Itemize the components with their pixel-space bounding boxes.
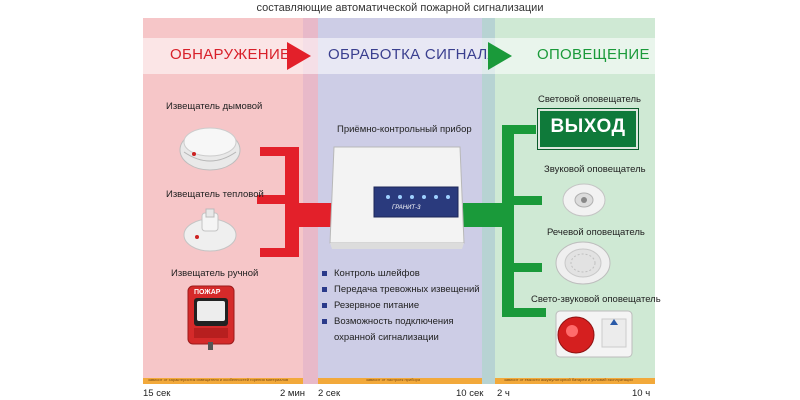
arrow-right-icon bbox=[287, 42, 311, 70]
green-connector-vertical bbox=[502, 125, 514, 317]
manual-call-point-icon bbox=[187, 285, 235, 350]
smoke-detector-icon bbox=[179, 127, 241, 171]
red-connector-top bbox=[260, 147, 298, 156]
siren-icon bbox=[562, 183, 606, 217]
exit-sign-text: ВЫХОД bbox=[550, 116, 626, 137]
panel-label: Приёмно-контрольный прибор bbox=[337, 124, 472, 135]
timeline-note: зависит от характеристик извещателя и ос… bbox=[148, 377, 289, 382]
voice-notifier-label: Речевой оповещатель bbox=[547, 227, 645, 238]
red-connector-bottom bbox=[260, 248, 298, 257]
light-sound-notifier-label: Свето-звуковой оповещатель bbox=[531, 294, 661, 305]
timeline-bar-processing bbox=[318, 378, 482, 384]
panel-brand: ГРАНИТ-3 bbox=[392, 205, 421, 211]
time-label: 15 сек bbox=[143, 388, 171, 399]
red-connector-vertical bbox=[285, 147, 299, 257]
timeline-bar-detection bbox=[143, 378, 303, 384]
header-detection: ОБНАРУЖЕНИЕ bbox=[170, 46, 291, 63]
feature-item: Возможность подключения охранной сигнали… bbox=[322, 314, 492, 346]
strobe-siren-icon bbox=[555, 310, 633, 358]
notification-overlap-strip bbox=[482, 18, 495, 384]
manual-detector-sign: ПОЖАР bbox=[194, 289, 221, 296]
timeline-note: зависит от настроек прибора bbox=[366, 377, 421, 382]
feature-list: Контроль шлейфов Передача тревожных изве… bbox=[322, 266, 492, 346]
green-connector-2 bbox=[502, 196, 542, 205]
feature-item: Передача тревожных извещений bbox=[322, 282, 492, 298]
header-band bbox=[143, 38, 655, 74]
red-connector-mid bbox=[257, 195, 298, 204]
green-connector-3 bbox=[502, 263, 542, 272]
smoke-detector-label: Извещатель дымовой bbox=[166, 101, 263, 112]
light-notifier-label: Световой оповещатель bbox=[538, 94, 641, 105]
feature-item: Контроль шлейфов bbox=[322, 266, 492, 282]
time-label: 10 сек bbox=[456, 388, 484, 399]
time-label: 2 сек bbox=[318, 388, 341, 399]
header-notification: ОПОВЕЩЕНИЕ bbox=[537, 46, 650, 63]
green-connector-from-panel bbox=[463, 203, 508, 227]
header-processing: ОБРАБОТКА СИГНАЛА bbox=[328, 46, 498, 63]
page-title: составляющие автоматической пожарной сиг… bbox=[256, 2, 544, 14]
timeline-bar-notification bbox=[495, 378, 655, 384]
control-panel-icon bbox=[329, 146, 465, 249]
heat-detector-icon bbox=[183, 208, 237, 252]
red-connector-to-panel bbox=[285, 203, 332, 227]
time-label: 2 ч bbox=[497, 388, 510, 399]
heat-detector-label: Извещатель тепловой bbox=[166, 189, 264, 200]
green-connector-1 bbox=[502, 125, 536, 134]
manual-detector-label: Извещатель ручной bbox=[171, 268, 259, 279]
detection-overlap-strip bbox=[303, 18, 318, 384]
arrow-right-icon bbox=[488, 42, 512, 70]
sound-notifier-label: Звуковой оповещатель bbox=[544, 164, 646, 175]
speaker-icon bbox=[555, 241, 611, 285]
exit-sign-icon bbox=[538, 109, 638, 149]
time-label: 2 мин bbox=[280, 388, 306, 399]
time-label: 10 ч bbox=[632, 388, 651, 399]
feature-item: Резервное питание bbox=[322, 298, 492, 314]
timeline-note: зависит от емкости аккумуляторной батаре… bbox=[504, 377, 633, 382]
green-connector-4 bbox=[502, 308, 546, 317]
